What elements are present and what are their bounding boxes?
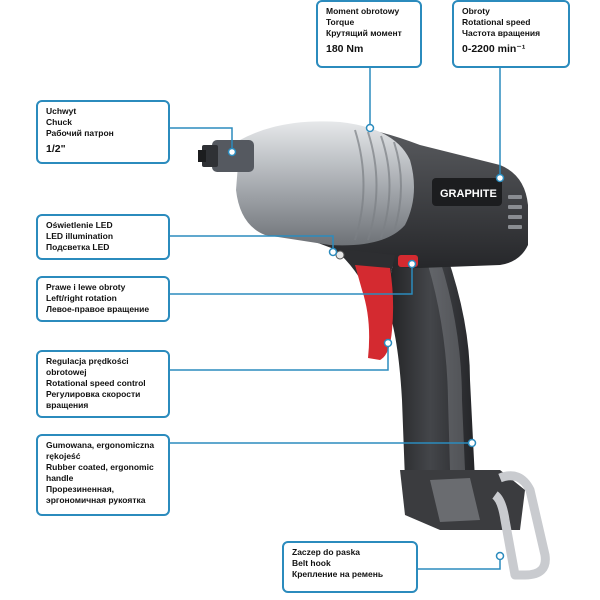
- chuck-callout: Uchwyt Chuck Рабочий патрон 1/2": [36, 100, 170, 164]
- speed-label-en: Rotational speed: [462, 17, 531, 27]
- speed-control-label-en: Rotational speed control: [46, 378, 146, 388]
- speed-value: 0-2200 min⁻¹: [462, 43, 526, 55]
- belt-hook-label-ru: Крепление на ремень: [292, 569, 384, 579]
- chuck-value: 1/2": [46, 143, 66, 155]
- handle-label-en: Rubber coated, ergonomic handle: [46, 462, 154, 483]
- speed-callout: Obroty Rotational speed Частота вращения…: [452, 0, 570, 68]
- belt-hook-label-pl: Zaczep do paska: [292, 547, 361, 557]
- torque-label-ru: Крутящий момент: [326, 28, 402, 38]
- led-callout: Oświetlenie LED LED illumination Подсвет…: [36, 214, 170, 260]
- speed-control-label-pl: Regulacja prędkości obrotowej: [46, 356, 129, 377]
- brand-logo: GRAPHITE: [440, 188, 497, 200]
- speed-control-callout: Regulacja prędkości obrotowej Rotational…: [36, 350, 170, 418]
- handle-label-pl: Gumowana, ergonomiczna rękojeść: [46, 440, 155, 461]
- speed-control-label-ru: Регулировка скорости вращения: [46, 389, 141, 410]
- leader-dots: [227, 123, 505, 561]
- led-label-pl: Oświetlenie LED: [46, 220, 113, 230]
- rotation-label-pl: Prawe i lewe obroty: [46, 282, 126, 292]
- chuck-label-pl: Uchwyt: [46, 106, 77, 116]
- rotation-label-ru: Левое-правое вращение: [46, 304, 150, 314]
- handle-callout: Gumowana, ergonomiczna rękojeść Rubber c…: [36, 434, 170, 516]
- belt-hook: [492, 471, 550, 580]
- gear-housing: [236, 121, 414, 246]
- handle-label-ru: Прорезиненная, эргономичная рукоятка: [46, 484, 146, 505]
- torque-callout: Moment obrotowy Torque Крутящий момент 1…: [316, 0, 422, 68]
- chuck-label-en: Chuck: [46, 117, 72, 127]
- chuck-label-ru: Рабочий патрон: [46, 128, 114, 138]
- led-label-ru: Подсветка LED: [46, 242, 110, 252]
- rotation-label-en: Left/right rotation: [46, 293, 117, 303]
- leader-lines: [170, 68, 501, 570]
- led-label-en: LED illumination: [46, 231, 114, 241]
- grip-shape: [385, 250, 476, 525]
- torque-label-pl: Moment obrotowy: [326, 6, 400, 16]
- speed-label-pl: Obroty: [462, 6, 490, 16]
- torque-value: 180 Nm: [326, 43, 364, 55]
- rotation-callout: Prawe i lewe obroty Left/right rotation …: [36, 276, 170, 322]
- torque-label-en: Torque: [326, 17, 355, 27]
- speed-label-ru: Частота вращения: [462, 28, 541, 38]
- belt-hook-label-en: Belt hook: [292, 558, 331, 568]
- belt-hook-callout: Zaczep do paska Belt hook Крепление на р…: [282, 541, 418, 593]
- trigger: [355, 265, 394, 360]
